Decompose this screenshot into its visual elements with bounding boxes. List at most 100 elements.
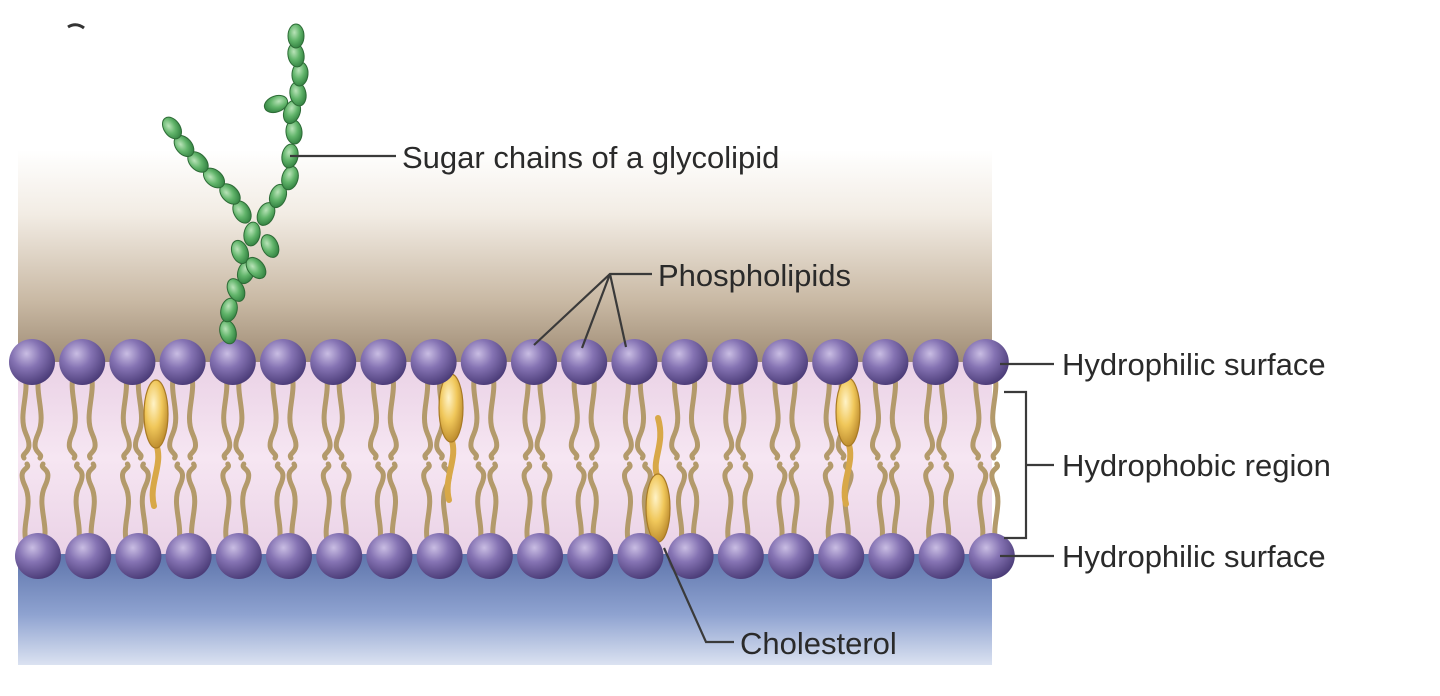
lipid-tail [722,461,734,548]
lipid-tail [374,461,386,548]
sugar-chains-label: Sugar chains of a glycolipid [402,140,779,175]
lipid-tail [789,369,801,461]
phospholipid-leader-2 [580,273,612,349]
phosphate-head [416,533,463,579]
phosphate-head [460,339,507,385]
lipid-tail [488,369,500,461]
cholesterol-tail [149,441,162,509]
lipid-tail [287,369,299,461]
sugar-unit [243,221,261,247]
lipid-tail [132,369,144,461]
lipid-tail [735,369,747,461]
phospholipid-leader-3 [608,273,628,348]
phosphate-head [611,339,658,385]
lipid-tail [367,369,379,461]
phosphate-head [360,339,407,385]
phosphate-head [768,533,814,579]
phosphate-head [711,339,758,385]
lipid-tail [19,461,31,548]
phosphate-head [567,533,614,579]
lipid-tail [333,369,345,461]
lipid-tail [174,461,186,548]
phosphate-head [561,339,608,385]
hydrophilic-bottom-label: Hydrophilic surface [1062,539,1326,574]
lipid-tail [240,461,252,548]
lipid-tail [977,461,989,548]
sugar-unit [230,239,250,265]
lipid-tail [340,461,352,548]
cholesterol-tail [841,439,854,507]
lipid-tail [889,369,901,461]
lipid-tail [943,461,955,548]
lipid-tail [321,369,333,461]
phosphate-head [466,533,513,579]
sugar-unit [260,234,280,258]
lipid-tail [274,461,286,548]
phosphate-head [410,339,457,385]
cholesterol-molecule [835,377,861,447]
phosphate-head [918,533,965,579]
lipid-tail [487,461,499,548]
lipid-tail [167,369,179,461]
sugar-unit [287,23,305,49]
phosphate-head [617,533,664,579]
cholesterol-molecule [143,379,169,449]
cholesterol-leader [662,547,734,644]
phosphate-head [316,533,363,579]
inner-phosphate-heads [15,533,1015,579]
cholesterol-tail [652,415,664,481]
lipid-tail [120,369,132,461]
lipid-tail [421,461,433,548]
lipid-tail [86,369,98,461]
lipid-tail [468,369,480,461]
lipid-tail [923,461,935,548]
phosphate-head [215,533,262,579]
lipid-tail [634,369,646,461]
lipid-tail [66,369,78,461]
phosphate-head [661,339,708,385]
lipid-tail [568,369,580,461]
phosphate-head [968,533,1015,579]
lipid-tail [521,461,533,548]
lipid-tail [788,461,800,548]
lipid-tail [669,369,681,461]
lipid-tail [776,461,788,548]
cholesterol-molecules [143,373,861,543]
phosphate-head [165,533,212,579]
phosphate-head [511,339,557,385]
sugar-unit [226,278,246,302]
lipid-tail [387,369,399,461]
lipid-tail [876,461,888,548]
lipid-tail [139,461,151,548]
phosphate-head [868,533,915,579]
glycolipid-sugar-chain [161,23,309,345]
lipid-tail [434,369,446,461]
phosphate-head [59,339,106,385]
lipid-tails [19,369,1002,548]
hydrophobic-bracket [1004,390,1028,540]
phosphate-head [266,533,312,579]
lipid-tail [522,369,534,461]
lipid-tail [970,369,982,461]
lipid-tail [220,461,232,548]
sugar-unit [245,256,267,280]
phosphate-head [310,339,357,385]
phosphate-head [15,533,61,579]
outer-phosphate-heads [9,339,1009,385]
lipid-tail [233,369,245,461]
sugar-unit [263,94,289,114]
corner-mark [67,23,85,30]
lipid-tail [924,369,936,461]
cholesterol-label: Cholesterol [740,626,897,661]
phosphate-head [667,533,714,579]
phosphate-head [912,339,959,385]
lipid-tail [85,461,97,548]
leader-lines [290,154,1054,644]
phosphate-head [762,339,808,385]
lipid-tail [689,369,701,461]
phosphate-head [962,339,1009,385]
phospholipids-label: Phospholipids [658,258,851,293]
lipid-tail [575,461,587,548]
lipid-tail [119,461,131,548]
